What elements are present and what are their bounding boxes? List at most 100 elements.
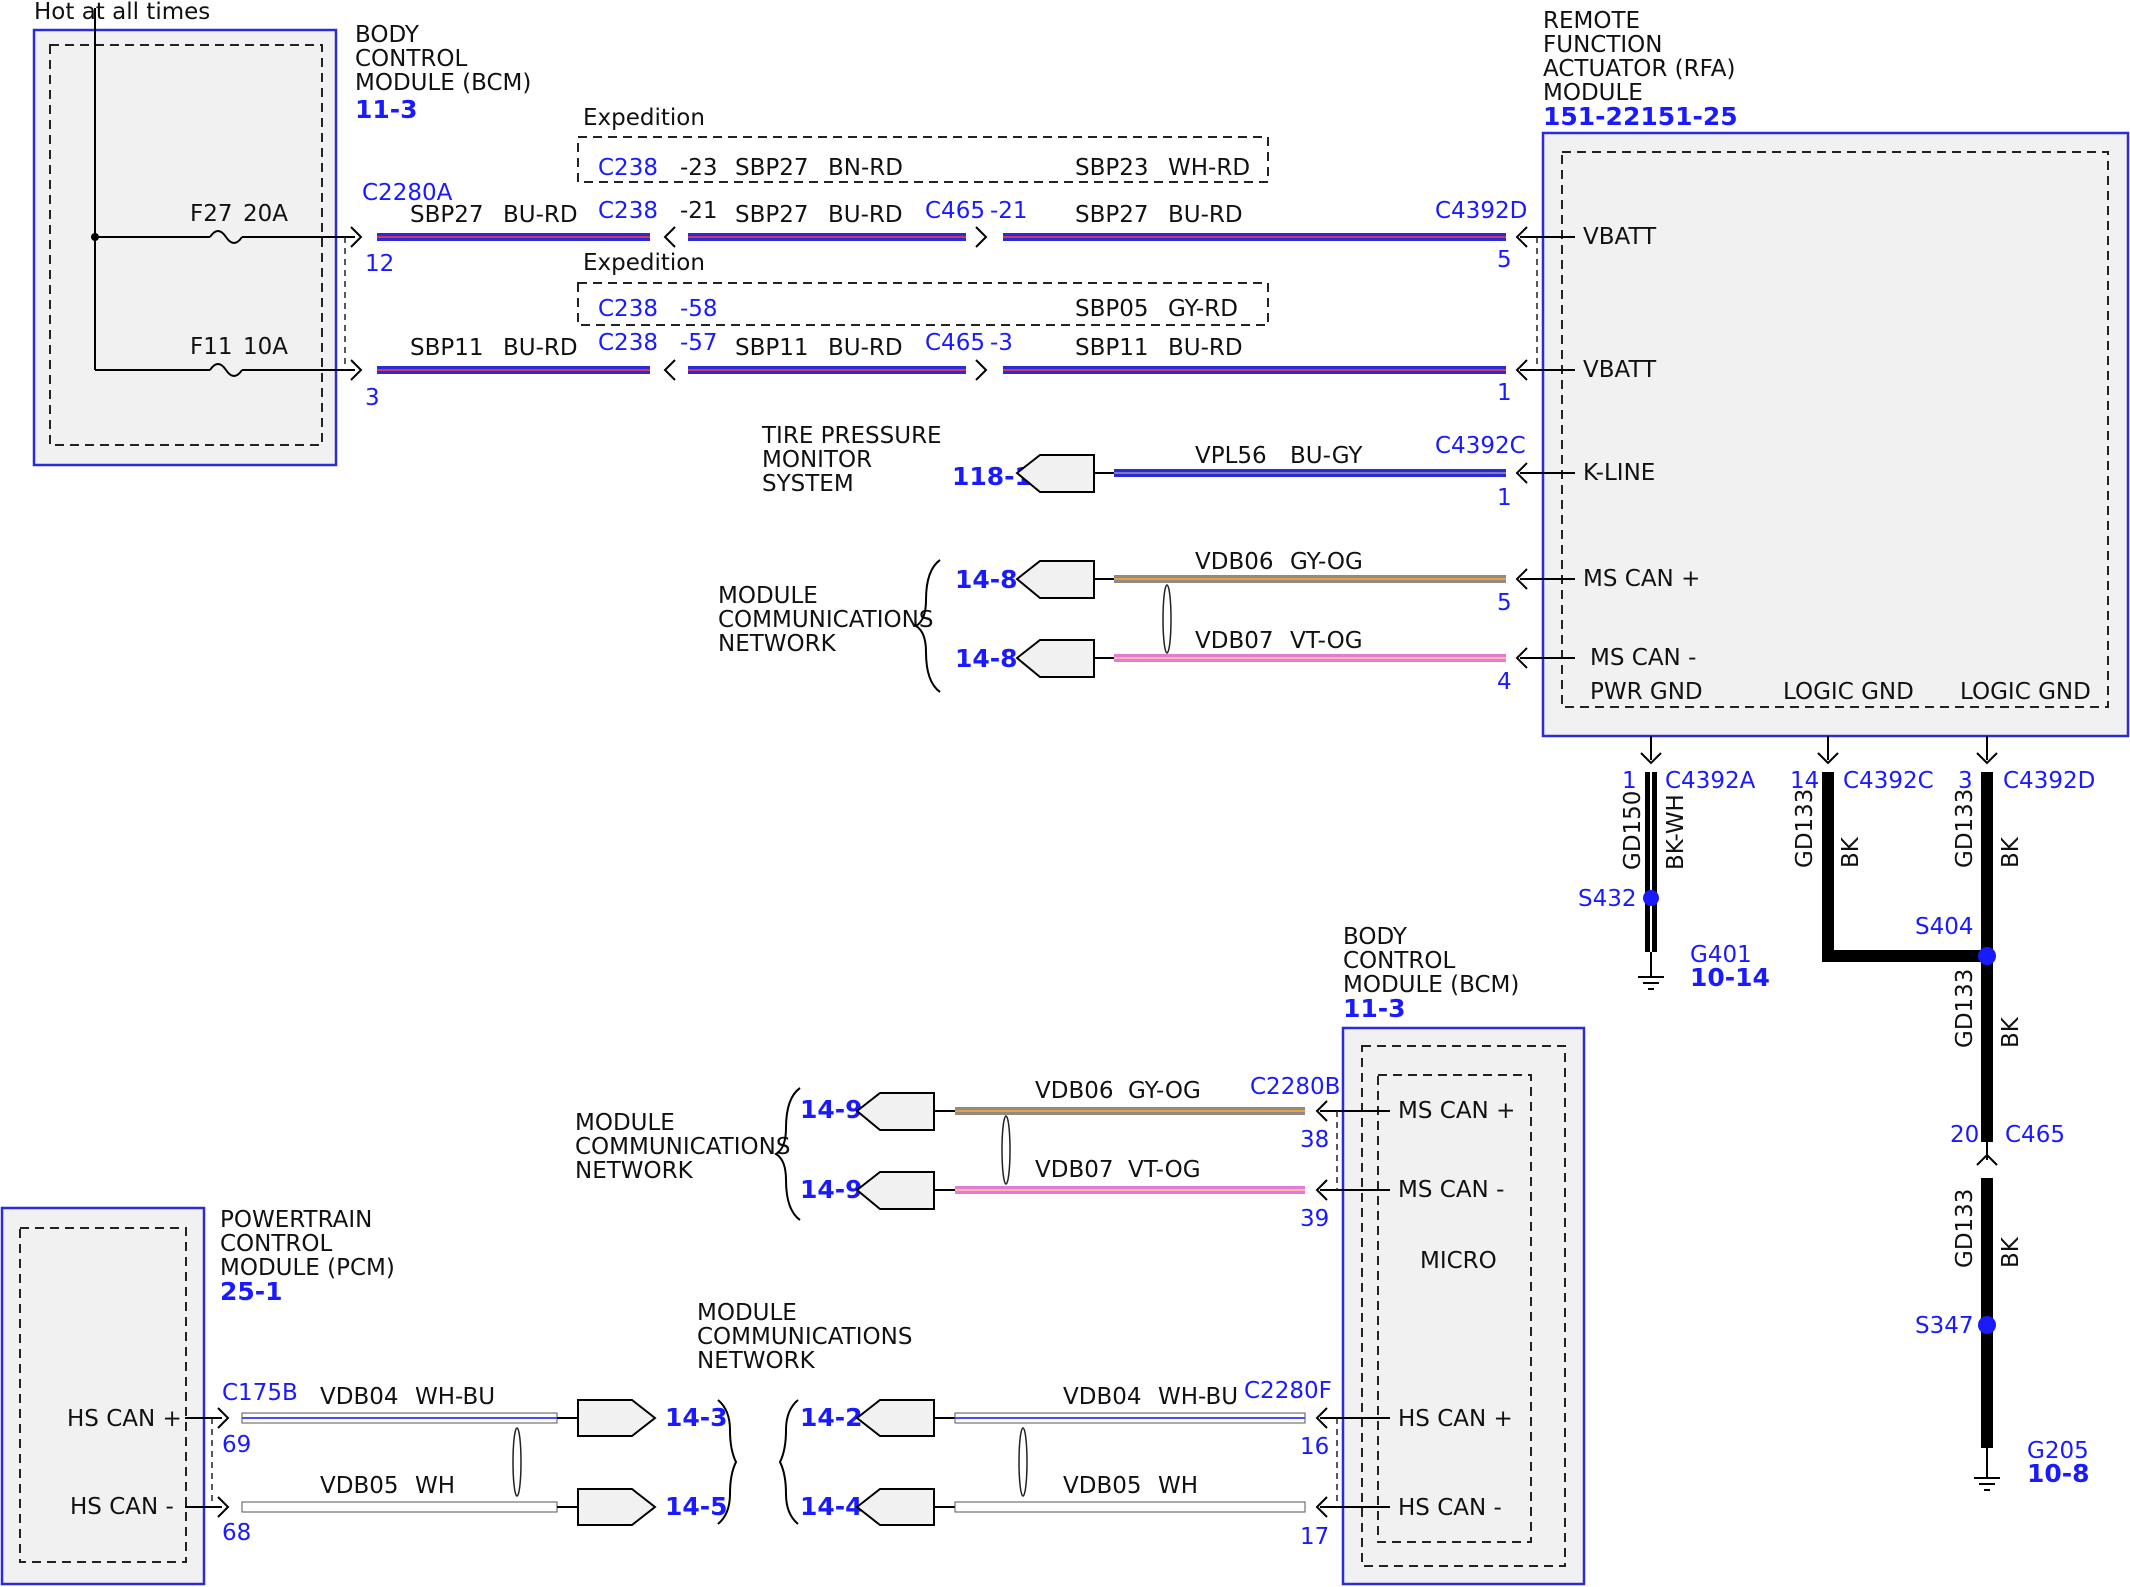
f11-label: F11	[190, 334, 233, 360]
lbl-bkwh: BK-WH	[1663, 794, 1689, 870]
c465-21-conn: C465	[925, 198, 985, 224]
c465-3-pin: -3	[990, 330, 1013, 356]
lbl-whrd: WH-RD	[1168, 155, 1250, 181]
mcn2-l2: COMMUNICATIONS	[575, 1134, 790, 1160]
ref-14-8-a[interactable]: 14-8	[955, 565, 1018, 594]
bcm-bottom-box	[1341, 1026, 1586, 1586]
c238-21-conn: C238	[598, 198, 658, 224]
wire-sbp27-1	[377, 233, 650, 241]
c465-21-pin: -21	[990, 198, 1028, 224]
c4392d-label: C4392D	[1435, 198, 1527, 224]
pcm-ref[interactable]: 25-1	[220, 1277, 283, 1306]
bcm-mscanp: MS CAN +	[1398, 1098, 1515, 1124]
c4392c-gnd-label: C4392C	[1843, 768, 1934, 794]
ref-14-3[interactable]: 14-3	[665, 1403, 728, 1432]
splice-s432-icon	[1643, 890, 1659, 906]
wire-vdb04-left	[241, 1412, 558, 1424]
ref-14-4[interactable]: 14-4	[800, 1492, 863, 1521]
wire-sbp11-2	[688, 366, 966, 374]
lbl-sbp27-b: SBP27	[735, 202, 809, 228]
g401-ref[interactable]: 10-14	[1690, 963, 1770, 992]
pcm-box	[0, 1206, 206, 1586]
lbl-vdb07-top: VDB07	[1195, 628, 1274, 654]
ref-14-5[interactable]: 14-5	[665, 1492, 728, 1521]
lbl-wh-left: WH	[415, 1473, 455, 1499]
bcm-bot-l1: BODY	[1343, 924, 1408, 950]
lbl-vdb06-bot: VDB06	[1035, 1078, 1114, 1104]
pin-5a: 5	[1497, 247, 1512, 273]
lbl-sbp23: SBP23	[1075, 155, 1149, 181]
wire-gd150	[1645, 772, 1657, 952]
bcm-bot-ref[interactable]: 11-3	[1343, 994, 1406, 1023]
wire-gd133-a	[1822, 772, 1987, 962]
lbl-whbu-right: WH-BU	[1158, 1384, 1238, 1410]
lbl-bugy: BU-GY	[1290, 443, 1363, 469]
g205-label: G205	[2027, 1438, 2089, 1464]
lbl-burd-d: BU-RD	[503, 335, 578, 361]
rfa-l3: ACTUATOR (RFA)	[1543, 56, 1735, 82]
c2280f-label: C2280F	[1244, 1378, 1332, 1404]
tpms-l3: SYSTEM	[762, 471, 854, 497]
rfa-l2: FUNCTION	[1543, 32, 1662, 58]
c4392d-gnd-label: C4392D	[2003, 768, 2095, 794]
lbl-vdb07-bot: VDB07	[1035, 1157, 1114, 1183]
expedition-1: Expedition	[583, 105, 705, 131]
lbl-burd-e: BU-RD	[828, 335, 903, 361]
pin-38: 38	[1300, 1127, 1329, 1153]
c238-57-pin: -57	[680, 330, 718, 356]
lbl-bk-c: BK	[1998, 1016, 2024, 1048]
lbl-gyog-top: GY-OG	[1290, 549, 1363, 575]
g205-ref[interactable]: 10-8	[2027, 1459, 2090, 1488]
bcm-top-ref[interactable]: 11-3	[355, 95, 418, 124]
wire-sbp11-3	[1003, 366, 1506, 374]
lbl-wh-right: WH	[1158, 1473, 1198, 1499]
pcm-hscanm: HS CAN -	[70, 1494, 174, 1520]
s347-label: S347	[1915, 1313, 1974, 1339]
pin-20: 20	[1950, 1122, 1979, 1148]
c2280a-label: C2280A	[362, 180, 453, 206]
g401-label: G401	[1690, 942, 1752, 968]
fuse-f11-icon	[209, 363, 243, 377]
lbl-sbp11-a: SBP11	[410, 335, 484, 361]
bcm-bot-l2: CONTROL	[1343, 948, 1456, 974]
lbl-sbp05: SBP05	[1075, 296, 1149, 322]
pcm-hscanp: HS CAN +	[67, 1406, 182, 1432]
mcn1-l2: COMMUNICATIONS	[718, 607, 933, 633]
lbl-vdb04-left: VDB04	[320, 1384, 399, 1410]
bcm-top-box	[32, 28, 338, 467]
tpms-l1: TIRE PRESSURE	[761, 423, 942, 449]
hot-label: Hot at all times	[34, 0, 210, 25]
pin-4: 4	[1497, 669, 1512, 695]
c238-23-pin: -23	[680, 155, 718, 181]
pin-1a: 1	[1497, 380, 1512, 406]
rfa-vbatt-2: VBATT	[1583, 357, 1657, 383]
c238-58-pin: -58	[680, 296, 718, 322]
c238-57-conn: C238	[598, 330, 658, 356]
pin-1b: 1	[1497, 485, 1512, 511]
pin-16: 16	[1300, 1434, 1329, 1460]
f27-amps: 20A	[243, 201, 288, 227]
f27-label: F27	[190, 201, 233, 227]
lbl-sbp27-c: SBP27	[1075, 202, 1149, 228]
brace-2	[774, 1087, 801, 1221]
wire-vdb04-right	[954, 1412, 1306, 1424]
rfa-ref[interactable]: 151-22151-25	[1543, 102, 1738, 131]
expedition-2-box	[577, 282, 1269, 326]
lbl-gyog-bot: GY-OG	[1128, 1078, 1201, 1104]
brace-3	[717, 1399, 738, 1525]
lbl-vdb05-right: VDB05	[1063, 1473, 1142, 1499]
ref-14-2[interactable]: 14-2	[800, 1403, 863, 1432]
c175b-label: C175B	[222, 1380, 298, 1406]
lbl-vdb04-right: VDB04	[1063, 1384, 1142, 1410]
lbl-vdb06-top: VDB06	[1195, 549, 1274, 575]
pin-3b: 3	[1958, 768, 1973, 794]
lbl-burd-b: BU-RD	[828, 202, 903, 228]
rfa-logic-gnd-2: LOGIC GND	[1960, 679, 2091, 705]
lbl-bk-b: BK	[1998, 836, 2024, 868]
rfa-vbatt-1: VBATT	[1583, 224, 1657, 250]
tpms-ref[interactable]: 118-1	[952, 462, 1032, 491]
ref-14-8-b[interactable]: 14-8	[955, 644, 1018, 673]
ref-14-9-a[interactable]: 14-9	[800, 1095, 863, 1124]
ref-14-9-b[interactable]: 14-9	[800, 1175, 863, 1204]
lbl-bk-a: BK	[1838, 836, 1864, 868]
